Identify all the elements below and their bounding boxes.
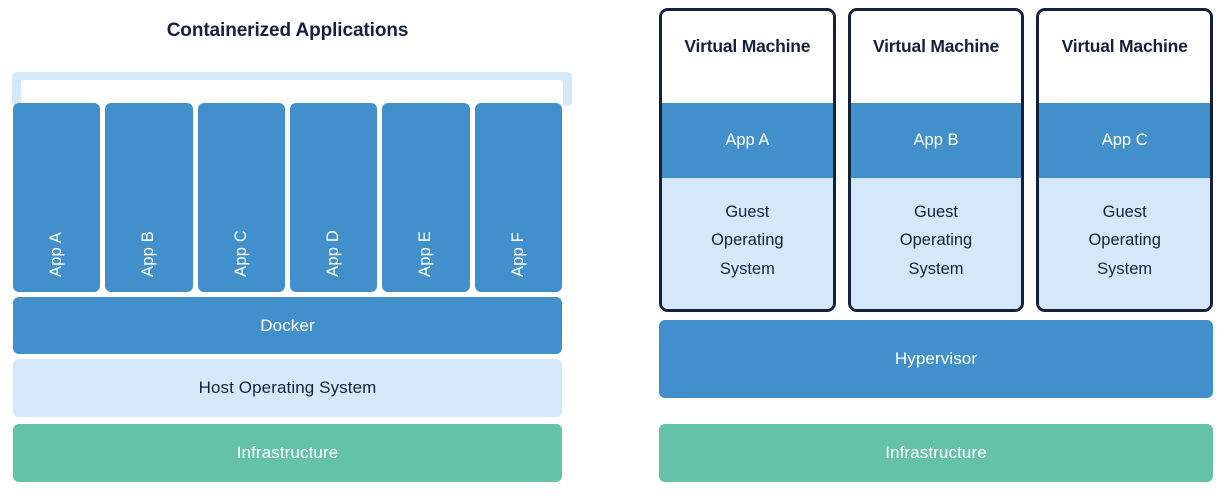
container-app-box[interactable]: App B bbox=[105, 103, 193, 292]
container-app-row: App A App B App C App D App E App F bbox=[13, 103, 562, 292]
virtual-machine-title: Virtual Machine bbox=[662, 11, 833, 103]
container-app-box[interactable]: App A bbox=[13, 103, 101, 292]
virtual-machine-title: Virtual Machine bbox=[850, 11, 1022, 103]
infrastructure-layer-right[interactable]: Infrastructure bbox=[659, 424, 1213, 482]
host-operating-system-layer[interactable]: Host Operating System bbox=[13, 359, 562, 417]
container-app-box[interactable]: App E bbox=[382, 103, 470, 292]
virtual-machine-title: Virtual Machine bbox=[1039, 11, 1211, 103]
container-bracket-inner-fill bbox=[21, 80, 563, 107]
container-app-box[interactable]: App F bbox=[474, 103, 562, 292]
infrastructure-layer-left[interactable]: Infrastructure bbox=[13, 424, 562, 482]
docker-layer[interactable]: Docker bbox=[13, 297, 562, 354]
page-title: Containerized Applications bbox=[166, 20, 409, 41]
hypervisor-layer[interactable]: Hypervisor bbox=[659, 320, 1213, 398]
container-app-box[interactable]: App C bbox=[197, 103, 285, 292]
container-app-box[interactable]: App D bbox=[289, 103, 378, 292]
virtual-machine-app-layer: App B bbox=[850, 103, 1022, 178]
virtual-machine-app-layer: App C bbox=[1039, 103, 1211, 178]
virtual-machine-app-layer: App A bbox=[662, 103, 833, 178]
containerized-applications-panel: Containerized Applications App A App B A… bbox=[0, 0, 600, 501]
